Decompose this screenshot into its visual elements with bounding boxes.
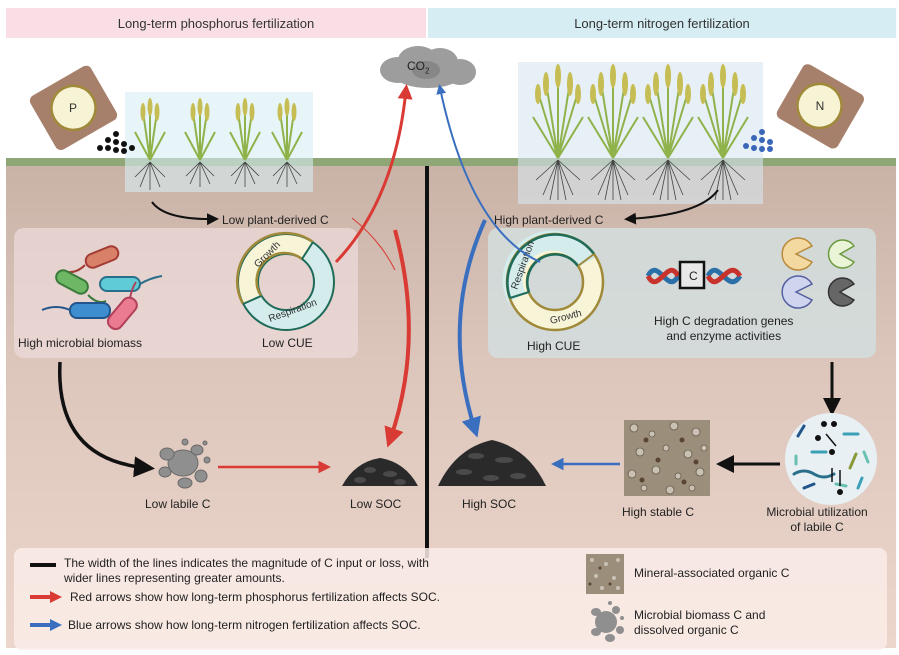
blue-arrow-to-co2 (436, 84, 541, 263)
legend-line-width-2: wider lines representing greater amounts… (64, 571, 285, 585)
legend-microbial-1: Microbial biomass C and (634, 608, 766, 622)
legend-line-width-1: The width of the lines indicates the mag… (64, 556, 429, 570)
co2-subscript: 2 (425, 66, 430, 76)
ground-surface (6, 158, 896, 166)
nitrogen-granules-icon (743, 129, 773, 152)
low-labile-c-label: Low labile C (145, 497, 211, 511)
bacteria-icon (41, 245, 163, 331)
left-cue-ring-icon: Growth Respiration (235, 231, 335, 331)
low-soc-label: Low SOC (350, 497, 402, 511)
high-cue-label: High CUE (527, 339, 581, 353)
phosphorus-granules-icon (97, 131, 135, 154)
degradation-genes-line1: High C degradation genes (654, 314, 794, 328)
microbial-utilization-line2: of labile C (790, 520, 844, 534)
low-plant-derived-c-label: Low plant-derived C (222, 213, 329, 227)
high-plant-derived-c-label: High plant-derived C (494, 213, 604, 227)
legend-black-line-icon (30, 563, 56, 567)
microbial-utilization-label: Microbial utilization of labile C (752, 505, 882, 535)
header-phosphorus: Long-term phosphorus fertilization (6, 8, 426, 38)
legend-panel: The width of the lines indicates the mag… (14, 548, 887, 650)
roots-icon (134, 161, 302, 190)
center-divider (425, 166, 429, 558)
degradation-genes-line2: and enzyme activities (666, 329, 782, 343)
plant-icon (134, 107, 303, 161)
co2-label: CO2 (407, 59, 429, 75)
co2-cloud-icon (380, 46, 476, 88)
dna-icon (645, 260, 743, 290)
header-nitrogen: Long-term nitrogen fertilization (428, 8, 896, 38)
plants-right (532, 64, 749, 201)
red-thin-line (351, 217, 396, 271)
header-phosphorus-label: Long-term phosphorus fertilization (117, 15, 315, 31)
low-cue-label: Low CUE (262, 336, 313, 350)
phosphorus-bag-icon: P (29, 65, 135, 154)
arrow-roots-to-high-plant-c (624, 189, 719, 225)
low-soc-pile-icon (342, 458, 418, 486)
legend-red-arrow-icon (30, 591, 62, 603)
legend-microbial-text: Microbial biomass C and dissolved organi… (634, 608, 765, 638)
legend-blue-arrow-icon (30, 619, 62, 631)
phosphorus-bag-label: P (69, 101, 77, 115)
header-nitrogen-label: Long-term nitrogen fertilization (574, 15, 750, 31)
blue-arrow-to-high-soc (457, 219, 487, 438)
gene-box-label: C (689, 269, 698, 283)
legend-microbial-icon (591, 601, 624, 642)
red-arrow-to-co2 (334, 84, 413, 264)
legend-mineral-icon (586, 554, 624, 594)
arrow-biomass-to-labile-c (58, 361, 155, 478)
legend-mineral-text: Mineral-associated organic C (634, 566, 790, 580)
high-soc-label: High SOC (462, 497, 517, 511)
stable-c-icon (624, 420, 710, 496)
legend-red-text: Red arrows show how long-term phosphorus… (70, 590, 440, 604)
legend-blue-text: Blue arrows show how long-term nitrogen … (68, 618, 421, 632)
high-soc-pile-icon (438, 440, 546, 486)
right-cue-ring-icon: Respiration Growth (502, 230, 605, 332)
nitrogen-bag-label: N (816, 99, 825, 113)
microbial-utilization-icon (785, 413, 877, 505)
co2-text: CO (407, 59, 425, 73)
plants-left (134, 98, 303, 190)
enzymes-icon (781, 237, 856, 309)
legend-line-width-text: The width of the lines indicates the mag… (64, 556, 429, 586)
high-stable-c-label: High stable C (622, 505, 695, 519)
labile-c-icon (158, 438, 211, 489)
red-arrow-to-low-soc (384, 229, 411, 448)
high-microbial-biomass-label: High microbial biomass (18, 336, 143, 350)
arrow-roots-to-low-plant-c (151, 201, 219, 226)
nitrogen-bag-icon: N (743, 64, 864, 152)
microbial-utilization-line1: Microbial utilization (766, 505, 868, 519)
degradation-genes-label: High C degradation genes and enzyme acti… (654, 314, 793, 344)
legend-microbial-2: dissolved organic C (634, 623, 739, 637)
